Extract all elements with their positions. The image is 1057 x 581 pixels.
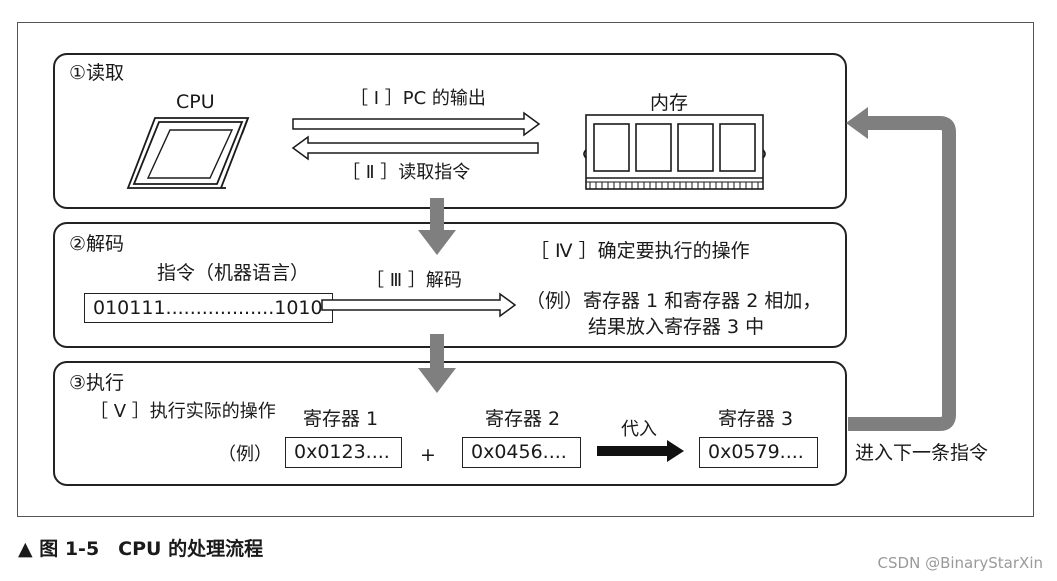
- plus-sign: +: [420, 444, 436, 466]
- decode-example-line2: 结果放入寄存器 3 中: [588, 316, 765, 338]
- loop-arrow-head: [846, 107, 868, 139]
- register3-label: 寄存器 3: [718, 408, 794, 430]
- instruction-label: 指令（机器语言）: [157, 262, 310, 284]
- step5-label: ［ Ⅴ ］执行实际的操作: [90, 401, 276, 422]
- read-to-decode-arrow: [418, 198, 456, 255]
- decode-example-line1: （例）寄存器 1 和寄存器 2 相加，: [526, 290, 822, 312]
- execute-example-prefix: （例）: [218, 444, 272, 465]
- read-instruction-arrow: [291, 135, 539, 161]
- register2-label: 寄存器 2: [485, 408, 561, 430]
- instruction-value-box: 010111..................1010: [84, 293, 333, 323]
- decode-to-execute-arrow: [418, 334, 456, 393]
- memory-module-icon: [583, 114, 766, 190]
- step4-label: ［ Ⅳ ］确定要执行的操作: [530, 240, 750, 262]
- assign-label: 代入: [621, 419, 657, 440]
- decode-section: [53, 222, 847, 348]
- pc-output-arrow: [292, 111, 541, 137]
- assign-arrow: [597, 440, 684, 462]
- decode-arrow: [321, 292, 517, 318]
- decode-section-title: ②解码: [69, 233, 125, 255]
- next-instruction-loop-arrow: [848, 116, 956, 431]
- execute-section-title: ③执行: [69, 372, 125, 394]
- register2-value-box: 0x0456....: [462, 437, 581, 468]
- register3-value-box: 0x0579....: [699, 437, 818, 468]
- watermark: CSDN @BinaryStarXin: [877, 554, 1043, 572]
- figure-caption: ▲ 图 1-5 CPU 的处理流程: [18, 538, 264, 560]
- cpu-chip-icon: [126, 117, 250, 189]
- register1-label: 寄存器 1: [303, 408, 379, 430]
- memory-label: 内存: [650, 92, 689, 114]
- step2-label: ［ Ⅱ ］读取指令: [342, 162, 471, 183]
- step3-label: ［ Ⅲ ］解码: [366, 270, 462, 291]
- cpu-label: CPU: [176, 91, 215, 113]
- step1-label: ［ Ⅰ ］PC 的输出: [350, 88, 486, 109]
- read-section-title: ①读取: [69, 62, 125, 84]
- next-instruction-label: 进入下一条指令: [855, 442, 989, 464]
- register1-value-box: 0x0123....: [285, 437, 402, 468]
